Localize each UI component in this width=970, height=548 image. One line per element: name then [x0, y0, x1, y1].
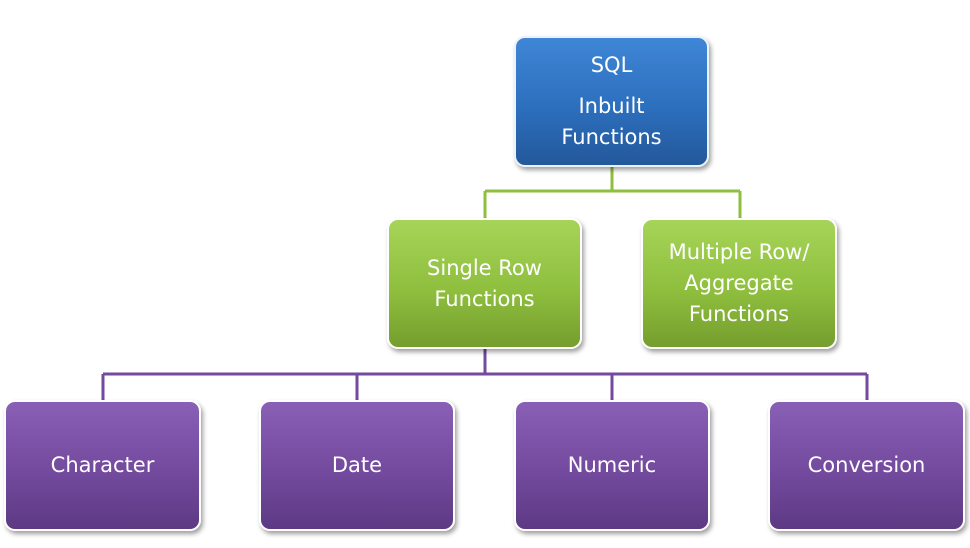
node-numeric: Numeric: [514, 400, 710, 531]
node-root-line3: Functions: [561, 125, 662, 149]
node-numeric-label: Numeric: [567, 453, 657, 477]
node-date-label: Date: [331, 453, 383, 477]
node-conversion: Conversion: [768, 400, 965, 531]
connector-root-to-level2: [483, 167, 742, 218]
connector-single-row-to-level3: [101, 349, 869, 400]
node-single-row-line2: Functions: [434, 286, 535, 311]
node-character-label: Character: [50, 453, 155, 477]
node-conversion-label: Conversion: [807, 453, 926, 477]
node-date: Date: [259, 400, 455, 531]
node-multiple-row-line3: Functions: [688, 302, 790, 326]
node-root-line1: SQL: [590, 53, 633, 77]
node-multiple-row-line1: Multiple Row/: [668, 240, 810, 264]
node-multiple-row-aggregate-functions: Multiple Row/ Aggregate Functions: [641, 218, 837, 349]
node-multiple-row-line2: Aggregate: [684, 271, 794, 295]
node-character: Character: [4, 400, 201, 531]
node-sql-inbuilt-functions: SQL Inbuilt Functions: [514, 36, 709, 167]
node-single-row-functions: Single Row Functions: [387, 218, 582, 349]
node-single-row-line1: Single Row: [427, 255, 542, 280]
node-root-line2: Inbuilt: [578, 94, 645, 118]
